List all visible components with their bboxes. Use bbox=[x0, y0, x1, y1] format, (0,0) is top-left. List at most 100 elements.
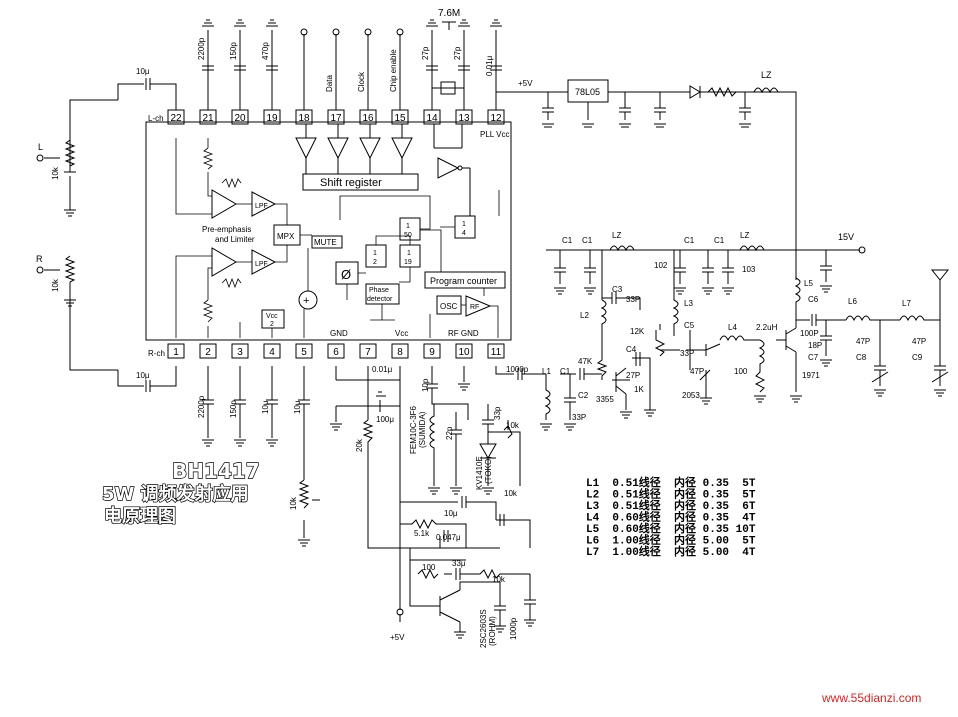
cap-470p-label: 470p bbox=[261, 42, 270, 60]
ic-pin-3 bbox=[231, 343, 249, 359]
svg-text:100: 100 bbox=[734, 367, 748, 376]
svg-text:1971: 1971 bbox=[802, 371, 820, 380]
ic-lch-label: L-ch bbox=[148, 114, 164, 123]
power-regulator-chain bbox=[496, 79, 797, 280]
svg-text:LZ: LZ bbox=[761, 70, 772, 80]
program-counter-block bbox=[424, 271, 506, 289]
svg-text:C2: C2 bbox=[578, 391, 589, 400]
svg-text:100μ: 100μ bbox=[376, 415, 394, 424]
preemph-label: Pre-emphasis bbox=[202, 225, 251, 234]
input-buffers bbox=[295, 124, 413, 174]
diode-series bbox=[689, 85, 701, 99]
ic-pin-number: 10 bbox=[458, 347, 470, 358]
ic-pllvcc-label: PLL Vcc bbox=[480, 130, 510, 139]
coil-spec-row: L7 1.00线径 内径 5.00 4T bbox=[586, 544, 756, 559]
svg-text:L4: L4 bbox=[728, 323, 737, 332]
ic-pin-number: 19 bbox=[266, 113, 278, 124]
svg-text:5.1k: 5.1k bbox=[414, 529, 430, 538]
svg-text:47K: 47K bbox=[578, 357, 593, 366]
svg-text:C9: C9 bbox=[912, 353, 923, 362]
ic-pin-number: 18 bbox=[298, 113, 310, 124]
svg-text:1000p: 1000p bbox=[509, 617, 518, 640]
plus5v-bottom-label: +5V bbox=[390, 633, 405, 642]
svg-text:LPF: LPF bbox=[255, 203, 268, 210]
svg-text:10p: 10p bbox=[421, 378, 430, 392]
watermark: www.55dianzi.com bbox=[821, 691, 921, 705]
svg-text:103: 103 bbox=[742, 265, 756, 274]
svg-text:0.01μ: 0.01μ bbox=[485, 55, 494, 76]
svg-text:2053: 2053 bbox=[682, 391, 700, 400]
ic-pin-7 bbox=[359, 343, 377, 359]
svg-text:100P: 100P bbox=[800, 329, 819, 338]
svg-text:L3: L3 bbox=[684, 299, 693, 308]
ic-pin-number: 15 bbox=[394, 113, 406, 124]
svg-text:L5: L5 bbox=[804, 279, 813, 288]
ic-pin-2 bbox=[199, 343, 217, 359]
mute-label: MUTE bbox=[314, 238, 337, 247]
ic-rch-label: R-ch bbox=[148, 349, 165, 358]
resistor-internal-r bbox=[202, 299, 214, 323]
ic-pin-4 bbox=[263, 343, 281, 359]
svg-text:2: 2 bbox=[270, 321, 274, 328]
ic-pin-number: 6 bbox=[333, 347, 339, 358]
resistor-fb-l bbox=[221, 177, 242, 189]
crystal-label: 7.6M bbox=[438, 8, 460, 19]
svg-text:20k: 20k bbox=[355, 438, 364, 452]
ic-pin-number: 21 bbox=[202, 113, 214, 124]
fem-coil-label: FEM10C-3F6 bbox=[409, 405, 418, 454]
svg-text:3355: 3355 bbox=[596, 395, 614, 404]
ic-pin-number: 20 bbox=[234, 113, 246, 124]
svg-text:2200p: 2200p bbox=[197, 395, 206, 418]
ic-pin-1 bbox=[167, 343, 185, 359]
rf-amp bbox=[465, 295, 492, 317]
svg-text:C7: C7 bbox=[808, 353, 819, 362]
svg-text:33P: 33P bbox=[680, 349, 694, 358]
svg-text:33P: 33P bbox=[572, 413, 586, 422]
svg-text:C3: C3 bbox=[612, 285, 623, 294]
ic-pin-11 bbox=[487, 343, 505, 359]
limiter-label: and Limiter bbox=[215, 235, 255, 244]
top-external-components bbox=[202, 19, 502, 110]
svg-text:2.2uH: 2.2uH bbox=[756, 323, 778, 332]
div50-num: 1 bbox=[406, 223, 410, 230]
svg-text:22p: 22p bbox=[445, 426, 454, 440]
ic-pin-number: 17 bbox=[330, 113, 342, 124]
svg-text:(SUMIDA): (SUMIDA) bbox=[418, 411, 427, 448]
svg-text:33μ: 33μ bbox=[452, 559, 466, 568]
ic-pin-9 bbox=[423, 343, 441, 359]
svg-text:LZ: LZ bbox=[612, 231, 621, 240]
ic-pin-number: 13 bbox=[458, 113, 470, 124]
svg-text:19: 19 bbox=[404, 259, 412, 266]
vcc-half-block bbox=[261, 309, 285, 329]
ic-pin-5 bbox=[295, 343, 313, 359]
program-counter-label: Program counter bbox=[430, 276, 497, 286]
ic-pin-number: 16 bbox=[362, 113, 374, 124]
rf-label: RF bbox=[470, 304, 479, 311]
svg-text:Ø: Ø bbox=[341, 267, 351, 282]
ic-pin-6 bbox=[327, 343, 345, 359]
svg-text:L6: L6 bbox=[848, 297, 857, 306]
svg-text:10k: 10k bbox=[492, 575, 506, 584]
rf-amplifier-network bbox=[540, 245, 950, 431]
ic-pin-number: 4 bbox=[269, 347, 275, 358]
svg-text:10k: 10k bbox=[51, 278, 60, 292]
ic-pin-number: 2 bbox=[205, 347, 211, 358]
input-L-label: L bbox=[38, 142, 43, 152]
v15-label: 15V bbox=[838, 232, 854, 242]
svg-text:27P: 27P bbox=[626, 371, 640, 380]
svg-text:150p: 150p bbox=[229, 400, 238, 418]
plus5v-top-label: +5V bbox=[518, 79, 533, 88]
ic-pin-number: 8 bbox=[397, 347, 403, 358]
coil-spec-row: L1 0.51线径 内径 0.35 5T bbox=[586, 475, 756, 490]
vco-network bbox=[400, 404, 536, 639]
svg-text:Vcc: Vcc bbox=[266, 313, 278, 320]
svg-text:10μ: 10μ bbox=[444, 509, 458, 518]
svg-text:10k: 10k bbox=[506, 421, 520, 430]
cap-2200p-label: 2200p bbox=[197, 37, 206, 60]
phase-label-2: detector bbox=[367, 296, 393, 303]
svg-text:47P: 47P bbox=[690, 367, 704, 376]
transistor-label: 2SC2603S bbox=[479, 609, 488, 648]
svg-text:C1: C1 bbox=[562, 236, 573, 245]
svg-text:18P: 18P bbox=[808, 341, 822, 350]
svg-text:102: 102 bbox=[654, 261, 668, 270]
